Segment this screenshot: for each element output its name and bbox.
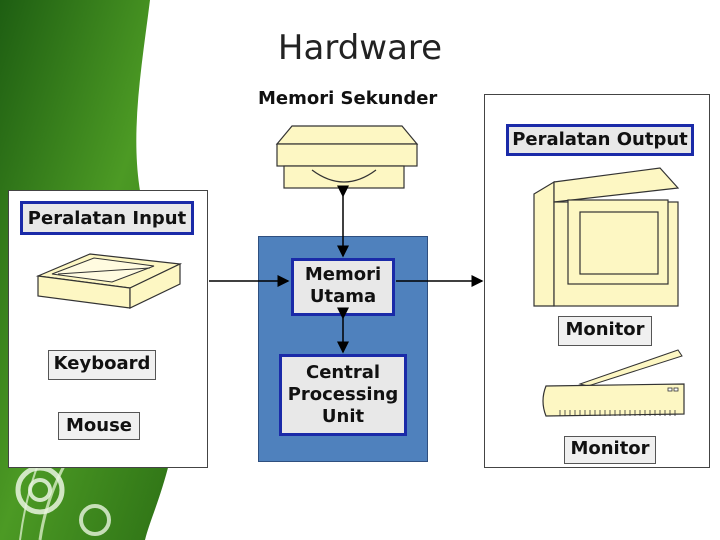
- output-device-label: Monitor: [564, 436, 656, 464]
- input-devices-label: Peralatan Input: [20, 201, 194, 235]
- secondary-memory-label: Memori Sekunder: [258, 88, 438, 109]
- monitor-icon: [533, 167, 680, 307]
- slide-title: Hardware: [277, 28, 443, 68]
- scanner-icon: [35, 253, 183, 309]
- main-memory-label: Memori Utama: [291, 258, 395, 316]
- output-devices-label: Peralatan Output: [506, 124, 694, 156]
- mouse-label: Mouse: [58, 412, 140, 440]
- output-device-label: Monitor: [558, 316, 652, 346]
- printer-icon: [542, 349, 685, 417]
- disk-drive-icon: [275, 125, 419, 189]
- keyboard-label: Keyboard: [48, 350, 156, 380]
- cpu-label: Central Processing Unit: [279, 354, 407, 436]
